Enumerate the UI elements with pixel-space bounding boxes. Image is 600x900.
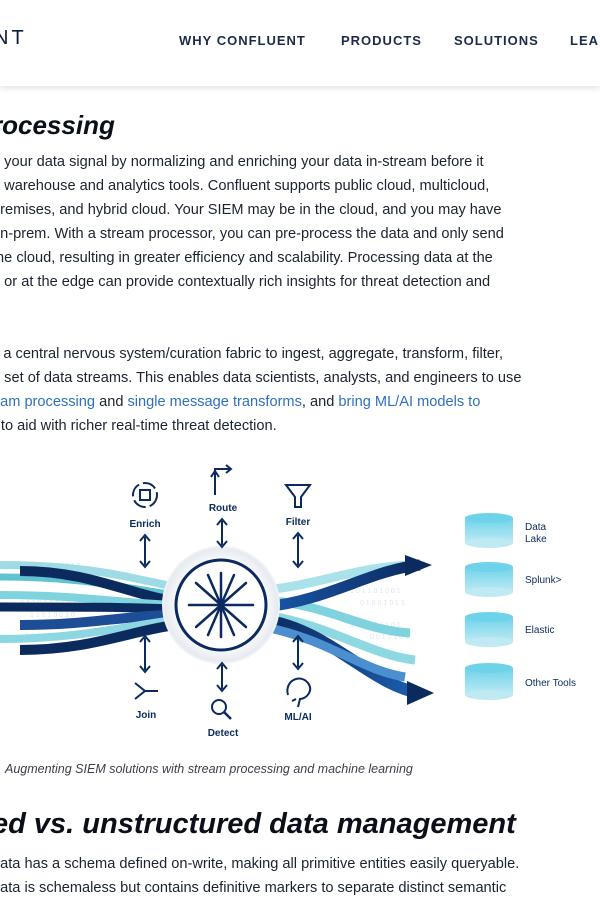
destination-data-lake: Data Lake bbox=[465, 513, 547, 548]
figure-caption: Augmenting SIEM solutions with stream pr… bbox=[5, 762, 413, 776]
text-line: s a central nervous system/curation fabr… bbox=[0, 346, 504, 362]
confluent-asterisk-icon bbox=[187, 571, 255, 639]
link-bring-ml-ai-models[interactable]: bring ML/AI models to bbox=[338, 394, 481, 410]
text-line-links: eam processing and single message transf… bbox=[0, 390, 600, 414]
text-line: r to aid with richer real-time threat de… bbox=[0, 418, 277, 434]
outgoing-streams bbox=[263, 555, 434, 705]
enrich-node: Enrich bbox=[129, 482, 161, 569]
data-lake-label-line2: Lake bbox=[525, 534, 547, 545]
filter-label: Filter bbox=[286, 517, 311, 528]
text-line: the cloud, resulting in greater efficien… bbox=[0, 250, 493, 266]
filter-node: Filter bbox=[284, 484, 312, 569]
route-node: Route bbox=[209, 464, 238, 549]
text-and: and bbox=[95, 394, 128, 410]
text-line: on-prem. With a stream processor, you ca… bbox=[0, 226, 504, 242]
mlai-node: ML/AI bbox=[284, 634, 312, 723]
route-icon bbox=[210, 464, 233, 495]
paragraph-intro: e your data signal by normalizing and en… bbox=[0, 150, 600, 294]
mlai-label: ML/AI bbox=[284, 712, 311, 723]
site-header: NT WHY CONFLUENT PRODUCTS SOLUTIONS LEA bbox=[0, 0, 600, 86]
nav-why-confluent[interactable]: WHY CONFLUENT bbox=[179, 33, 306, 48]
text-line: d set of data streams. This enables data… bbox=[0, 370, 522, 386]
detect-label: Detect bbox=[208, 728, 239, 739]
paragraph-nervous-system: s a central nervous system/curation fabr… bbox=[0, 342, 600, 438]
siem-stream-processing-diagram: 0 1 0 1 1 0 0 1 0 1 0 1 0 0 1 1 0 0 1 1 … bbox=[0, 464, 576, 739]
nav-products[interactable]: PRODUCTS bbox=[341, 33, 422, 48]
enrich-label: Enrich bbox=[129, 519, 160, 530]
data-lake-label-line1: Data bbox=[525, 522, 547, 533]
destination-other-tools: Other Tools bbox=[465, 663, 576, 700]
destination-elastic: Elastic bbox=[465, 612, 554, 647]
enrich-icon bbox=[132, 482, 158, 508]
join-icon bbox=[134, 682, 158, 700]
text-line: n or at the edge can provide contextuall… bbox=[0, 274, 491, 290]
svg-text:1 1 0 1 0 0 1 0: 1 1 0 1 0 0 1 0 bbox=[30, 612, 75, 619]
svg-text:0 1 0 0 1 0 1 1: 0 1 0 0 1 0 1 1 bbox=[360, 600, 405, 607]
destination-splunk: Splunk> bbox=[465, 562, 562, 597]
text-line: data has a schema defined on-write, maki… bbox=[0, 856, 520, 872]
logo[interactable]: NT bbox=[0, 27, 27, 49]
link-single-message-transforms[interactable]: single message transforms bbox=[127, 394, 302, 410]
text-line: data is schemaless but contains definiti… bbox=[0, 880, 507, 896]
incoming-streams bbox=[0, 561, 176, 655]
brain-icon bbox=[286, 677, 312, 708]
link-stream-processing[interactable]: eam processing bbox=[0, 394, 96, 410]
text-line: premises, and hybrid cloud. Your SIEM ma… bbox=[0, 202, 502, 218]
other-tools-label: Other Tools bbox=[525, 678, 576, 689]
route-label: Route bbox=[209, 503, 238, 514]
elastic-label: Elastic bbox=[525, 625, 554, 636]
filter-icon bbox=[284, 484, 312, 508]
text-line: a warehouse and analytics tools. Conflue… bbox=[0, 178, 490, 194]
section-title: rocessing bbox=[0, 110, 115, 140]
section-title-structured: ed vs. unstructured data management bbox=[0, 808, 516, 840]
svg-text:1 0 1 1 0 1 0 0 1: 1 0 1 1 0 1 0 0 1 bbox=[350, 588, 401, 595]
stream-processor-hub bbox=[162, 546, 280, 664]
detect-node: Detect bbox=[208, 661, 239, 739]
nav-learn[interactable]: LEA bbox=[570, 33, 599, 48]
text-line: e your data signal by normalizing and en… bbox=[0, 154, 484, 170]
paragraph-structured: data has a schema defined on-write, maki… bbox=[0, 852, 600, 900]
svg-text:0 0 1 0 1 0 1: 0 0 1 0 1 0 1 bbox=[370, 634, 409, 641]
text-and: , and bbox=[301, 394, 339, 410]
magnifier-icon bbox=[211, 699, 227, 715]
join-label: Join bbox=[136, 710, 157, 721]
nav-solutions[interactable]: SOLUTIONS bbox=[454, 33, 539, 48]
join-node: Join bbox=[134, 634, 158, 721]
splunk-label: Splunk> bbox=[525, 575, 562, 586]
